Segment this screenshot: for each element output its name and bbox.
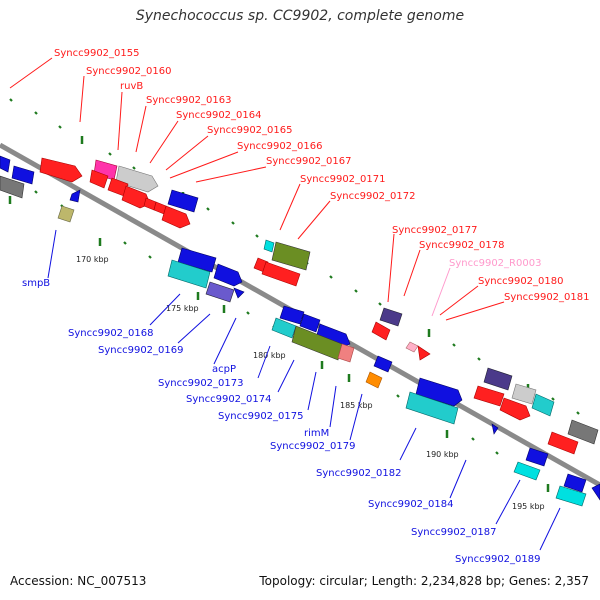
gene-feature	[89, 169, 109, 189]
gene-feature	[261, 261, 301, 287]
gene-features-reverse	[57, 189, 600, 507]
gene-feature	[567, 419, 599, 445]
gene-feature	[379, 307, 403, 327]
gene-label: Syncc9902_0180	[478, 276, 564, 287]
gene-feature	[213, 263, 243, 287]
gene-label: Syncc9902_0168	[68, 328, 154, 339]
gene-feature	[491, 423, 499, 435]
leader-lines-top	[9, 57, 505, 321]
gene-label: Syncc9902_0166	[237, 141, 323, 152]
scale-tick-label: 195 kbp	[512, 502, 545, 511]
gene-feature	[337, 343, 355, 363]
gene-feature	[483, 367, 513, 391]
gene-label: Syncc9902_0155	[54, 48, 140, 59]
gene-feature	[167, 189, 199, 213]
accession-text: Accession: NC_007513	[10, 574, 147, 588]
gene-feature	[39, 157, 83, 183]
gene-feature	[177, 247, 217, 273]
gene-feature	[371, 321, 391, 341]
gene-label: Syncc9902_0164	[176, 110, 262, 121]
gene-feature	[511, 383, 537, 405]
gene-feature	[69, 189, 81, 203]
scale-tick-label: 190 kbp	[426, 450, 459, 459]
gene-feature	[11, 165, 35, 185]
gene-feature	[291, 325, 343, 361]
gene-feature	[373, 355, 393, 373]
gene-feature	[0, 155, 11, 173]
gene-label: Syncc9902_0160	[86, 66, 172, 77]
gene-labels-top: Syncc9902_0155 Syncc9902_0160 ruvB Syncc…	[54, 48, 590, 303]
gene-label: acpP	[212, 364, 236, 375]
gene-feature	[415, 377, 463, 407]
outer-tick-track-bottom-major	[8, 196, 550, 492]
gene-feature	[161, 205, 191, 229]
map-title: Synechococcus sp. CC9902, complete genom…	[135, 8, 465, 24]
gene-feature	[271, 241, 311, 271]
gene-label: Syncc9902_0189	[455, 554, 541, 565]
genome-summary-text: Topology: circular; Length: 2,234,828 bp…	[259, 574, 589, 588]
gene-label: smpB	[22, 278, 50, 289]
gene-label: Syncc9902_0187	[411, 527, 497, 538]
scale-ticks: 170 kbp 175 kbp 180 kbp 185 kbp 190 kbp …	[76, 255, 545, 511]
gene-feature	[57, 205, 75, 223]
gene-label: Syncc9902_0172	[330, 191, 416, 202]
gene-label: Syncc9902_0178	[419, 240, 505, 251]
gene-feature	[405, 391, 459, 425]
gene-label: Syncc9902_0182	[316, 468, 402, 479]
gene-label: Syncc9902_0169	[98, 345, 184, 356]
gene-feature	[279, 305, 305, 325]
gene-feature	[263, 239, 275, 253]
gene-label: Syncc9902_0173	[158, 378, 244, 389]
gene-label: Syncc9902_0181	[504, 292, 590, 303]
gene-feature	[531, 393, 555, 417]
gene-feature	[555, 485, 587, 507]
scale-tick-label: 185 kbp	[340, 401, 373, 410]
gene-label: ruvB	[120, 81, 143, 92]
gene-label: Syncc9902_0175	[218, 411, 304, 422]
scale-tick-label: 180 kbp	[253, 351, 286, 360]
gene-feature	[525, 447, 549, 467]
gene-label: Syncc9902_0167	[266, 156, 352, 167]
gene-feature	[299, 313, 321, 333]
gene-feature	[547, 431, 579, 455]
gene-feature	[563, 473, 587, 493]
gene-label: Syncc9902_0171	[300, 174, 386, 185]
gene-label: Syncc9902_0163	[146, 95, 232, 106]
gene-label: Syncc9902_0174	[186, 394, 272, 405]
gene-feature	[591, 483, 600, 501]
gene-label: rimM	[304, 428, 329, 439]
gene-features-forward	[0, 155, 599, 455]
gene-feature	[513, 461, 541, 481]
gene-feature	[115, 165, 159, 193]
gene-labels-bottom: smpB Syncc9902_0168 Syncc9902_0169 acpP …	[22, 278, 541, 565]
scale-tick-label: 170 kbp	[76, 255, 109, 264]
leader-line-rrna	[431, 267, 451, 317]
gene-label: Syncc9902_R0003	[449, 258, 541, 269]
gene-feature	[0, 175, 25, 199]
gene-feature	[233, 287, 245, 299]
gene-label: Syncc9902_0177	[392, 225, 478, 236]
gene-label: Syncc9902_0165	[207, 125, 293, 136]
gene-feature	[365, 371, 383, 389]
gene-feature	[205, 281, 235, 303]
gene-feature	[405, 341, 419, 353]
leader-lines-bottom	[47, 229, 561, 551]
gene-feature	[473, 385, 505, 407]
gene-label: Syncc9902_0179	[270, 441, 356, 452]
gene-feature	[417, 345, 431, 361]
gene-feature	[167, 259, 211, 289]
gene-feature	[499, 397, 531, 421]
gene-label: Syncc9902_0184	[368, 499, 454, 510]
scale-tick-label: 175 kbp	[166, 304, 199, 313]
gene-feature	[271, 317, 297, 339]
